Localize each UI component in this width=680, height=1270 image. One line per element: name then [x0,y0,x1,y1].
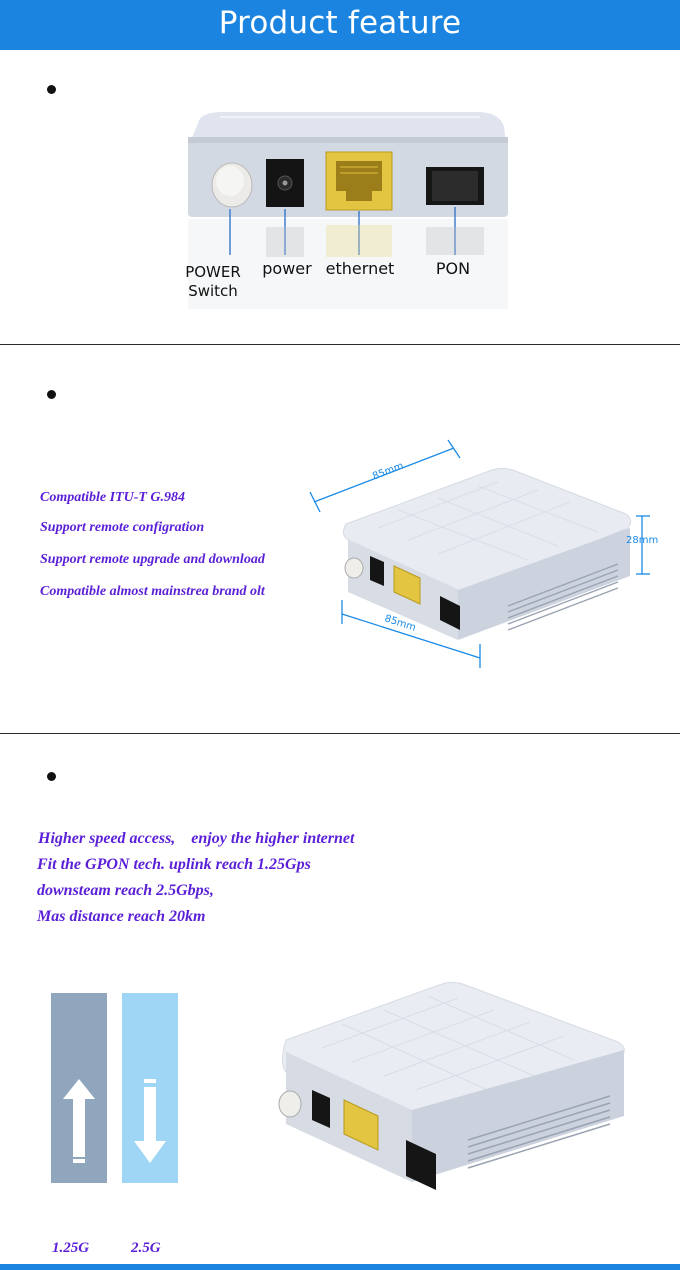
page-header: Product feature [0,0,680,50]
feature-item: Compatible almost mainstrea brand olt [40,584,265,599]
power-label: power [262,259,312,278]
feature-item: Support remote upgrade and download [40,552,265,567]
bullet-section-1 [47,85,56,94]
speed-text-line: downsteam reach 2.5Gbps, [37,882,214,899]
ethernet-label: ethernet [325,259,395,278]
bullet-section-2 [47,390,56,399]
device-perspective-image [278,981,625,1190]
power-switch-label: POWER Switch [180,263,246,301]
feature-item: Compatible ITU-T G.984 [40,490,186,505]
arrow-up-icon [63,1079,95,1157]
pon-label: PON [435,259,471,278]
bullet-section-3 [47,772,56,781]
speed-text-line: Mas distance reach 20km [37,908,206,925]
downlink-bar [122,993,178,1183]
arrow-down-icon [134,1087,166,1163]
device-front-ports-image [188,112,508,309]
downlink-speed-label: 2.5G [131,1240,161,1256]
section-divider-2 [0,733,680,734]
speed-text-line: Fit the GPON tech. uplink reach 1.25Gps [37,856,311,873]
speed-text-line: Higher speed access, enjoy the higher in… [38,830,355,847]
footer-bar [0,1264,680,1270]
device-dimensions-image [309,439,650,668]
uplink-bar [51,993,107,1183]
power-switch-label-line2: Switch [188,282,238,300]
page-title: Product feature [218,5,462,41]
section-divider-1 [0,344,680,345]
power-switch-label-line1: POWER [185,263,241,281]
uplink-speed-label: 1.25G [52,1240,90,1256]
feature-item: Support remote configration [40,520,205,535]
dimension-height-label: 28mm [626,535,659,546]
